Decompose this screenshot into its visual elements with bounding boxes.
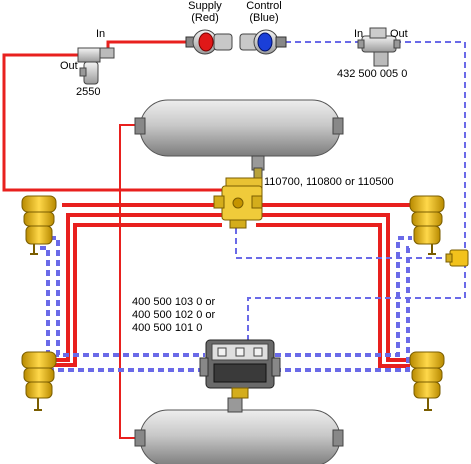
abs-connector [445,249,469,267]
air-tank-icon [139,99,341,157]
gladhand-supply [185,29,233,55]
filter-part-label: 432 500 005 0 [337,68,408,80]
brake-chamber-icon [21,195,57,213]
supply-lines [2,40,410,439]
control-line-right-side [247,41,466,340]
abs-line-right-b [275,246,412,372]
tank-end-fitting-icon [134,429,146,447]
brake-chamber-icon [409,195,445,213]
brake-chamber-rear-left [21,351,57,411]
supply-color-label: (Red) [191,12,219,24]
control-lines [40,41,466,372]
supply-line-gladhand-to-check [106,40,187,52]
tank-port-fitting-icon [227,397,243,413]
abs-connector-icon [449,249,469,267]
control-line-relay-to-connector [235,208,448,259]
abs-line-left-b [40,246,205,372]
abs-part-line3: 400 500 101 0 [132,322,203,334]
relay-valve [213,167,263,229]
air-tank-icon [139,409,341,464]
air-tank-top [134,99,344,171]
supply-line-left-side [2,53,228,192]
brake-chamber-icon [409,351,445,369]
supply-line-rear-left-a [30,213,222,362]
check-valve-out-label: Out [60,60,78,72]
control-color-label: (Blue) [249,12,279,24]
filter-out-label: Out [390,28,408,40]
supply-line-tank-feed [119,124,145,439]
check-valve-icon [77,47,101,63]
filter-in-label: In [354,28,364,40]
brake-chamber-front-left [21,195,57,255]
gladhand-control [239,29,287,55]
check-valve-part-label: 2550 [76,86,101,98]
supply-line-rear-right-b [256,223,410,368]
control-label: Control [246,0,282,12]
tank-end-fitting-icon [332,429,344,447]
abs-modulator [199,339,281,399]
brake-chamber-rear-right [409,351,445,411]
abs-line-right-a [275,236,412,357]
filter-valve-432 [357,27,401,67]
abs-part-line1: 400 500 103 0 or [132,296,216,308]
tank-end-fitting-icon [332,117,344,135]
brake-chamber-icon [21,351,57,369]
supply-label: Supply [188,0,222,12]
air-tank-bottom [134,397,344,464]
abs-part-line2: 400 500 102 0 or [132,309,216,321]
relay-valve-part-label: 110700, 110800 or 110500 [264,176,394,188]
check-valve-2550 [77,47,115,85]
brake-chamber-front-right [409,195,445,255]
tank-end-fitting-icon [134,117,146,135]
supply-line-rear-right-a [256,213,410,362]
check-valve-in-label: In [96,28,106,40]
